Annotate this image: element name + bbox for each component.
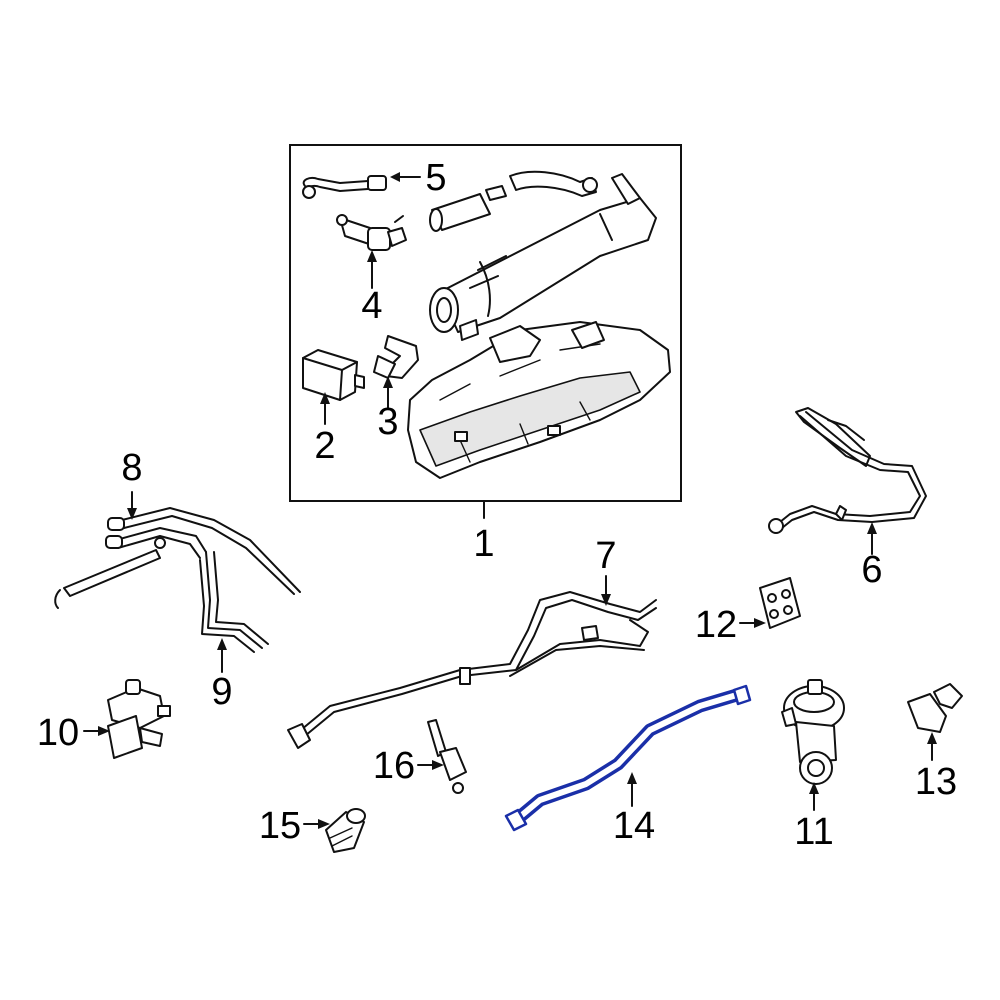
callout-10: 10 [37,712,79,754]
callout-1: 1 [473,523,494,565]
callout-12: 12 [695,604,737,646]
callout-16: 16 [373,745,415,787]
part-2-sensor[interactable] [302,349,365,401]
part-16-sensor[interactable] [427,719,467,794]
part-3-hose[interactable] [373,335,419,379]
part-9-tubes[interactable] [199,551,269,653]
callout-9: 9 [211,671,232,713]
callout-4: 4 [361,285,382,327]
callout-8: 8 [121,447,142,489]
callout-15: 15 [259,805,301,847]
callout-7: 7 [595,535,616,577]
part-6-harness[interactable] [768,407,927,534]
part-13-sensor[interactable] [907,683,963,733]
callout-13: 13 [915,761,957,803]
callout-5: 5 [425,157,446,199]
inset-box [289,144,682,502]
part-11-egr-valve[interactable] [781,679,845,785]
part-14-tube-highlighted[interactable] [504,684,752,832]
part-15-fitting[interactable] [325,808,366,853]
callout-2: 2 [314,425,335,467]
leader-lines [83,172,937,829]
part-filter-and-hose[interactable] [429,170,598,232]
callout-14: 14 [613,805,655,847]
part-vapor-housing[interactable] [407,321,671,479]
callout-3: 3 [377,401,398,443]
callout-11: 11 [794,811,833,853]
part-5-line[interactable] [302,175,387,199]
part-8-tubes[interactable] [54,507,301,609]
part-7-tube[interactable] [287,591,657,749]
part-12-gasket[interactable] [759,577,801,629]
callout-6: 6 [861,549,882,591]
part-canister[interactable] [429,173,657,341]
part-4-valve[interactable] [336,214,407,251]
part-10-valve[interactable] [107,679,171,759]
